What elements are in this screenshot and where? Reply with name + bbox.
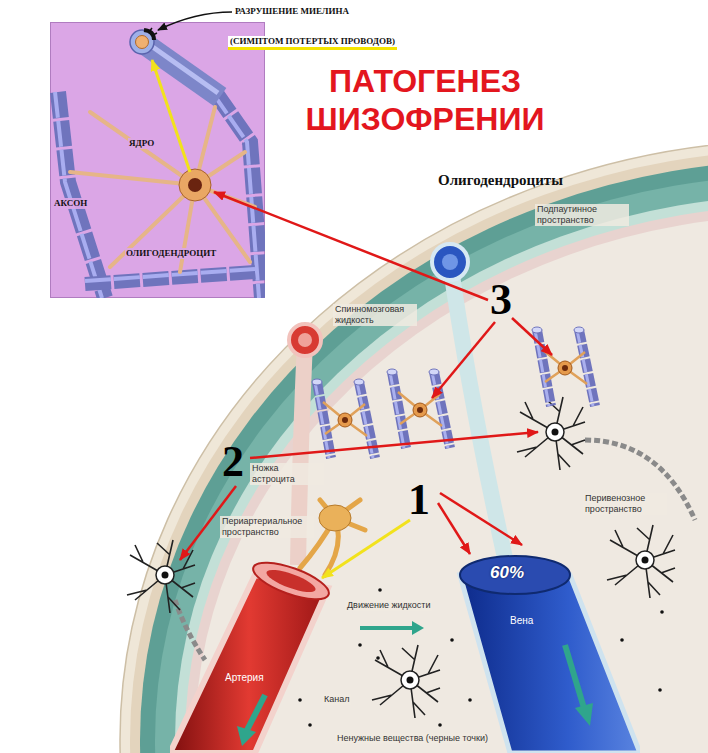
region-label: Олигодендроциты — [438, 172, 563, 189]
oligodendrocytes — [532, 327, 595, 406]
waste-dots — [450, 638, 454, 642]
inset-panel-shape — [130, 30, 154, 54]
vein-shape — [440, 530, 640, 753]
fluid-flow — [360, 621, 424, 635]
waste-dots — [468, 698, 472, 702]
artery-shape — [170, 575, 328, 753]
oligodendrocytes — [387, 369, 450, 448]
diagram-title: ПАТОГЕНЕЗ ШИЗОФРЕНИИ — [300, 62, 550, 138]
part-label: Ненужные вещества (черные точки) — [335, 733, 490, 744]
callout-arrows — [180, 486, 236, 560]
vein-shape — [575, 703, 593, 726]
node-text: Артерия — [225, 672, 264, 684]
callout-arrows — [322, 520, 410, 578]
vessel-channels — [289, 244, 505, 565]
waste-dots — [358, 643, 362, 647]
callout-arrows — [438, 503, 470, 554]
vein-shape — [460, 575, 640, 753]
node-text: ОЛИГОДЕНДРОЦИТ — [125, 248, 217, 259]
fluid-flow — [412, 621, 424, 635]
waste-dots — [298, 698, 302, 702]
node-text: ЯДРО — [128, 138, 155, 149]
neurons — [517, 397, 585, 470]
vein: 60% Вена — [440, 530, 640, 753]
waste-dots — [658, 688, 662, 692]
inset-panel-shape — [188, 178, 202, 192]
part-label: Периартериальное пространство — [220, 516, 314, 538]
callout-arrows — [432, 322, 495, 398]
artery-shape — [249, 555, 333, 607]
artery-shape — [170, 540, 340, 753]
fluid-flow — [360, 626, 412, 630]
inset-panel-shape — [149, 28, 157, 35]
node-text: АКСОН — [53, 198, 88, 209]
callout-arrows — [180, 192, 552, 560]
callout-number: 2 — [222, 440, 244, 484]
part-label: Канал — [322, 694, 351, 705]
inset-panel-shape — [90, 112, 195, 185]
waste-dots — [660, 610, 664, 614]
waste-dots — [376, 656, 380, 660]
callout-arrows — [214, 192, 488, 300]
inset-panel-shape — [51, 23, 265, 298]
callout-arrows — [512, 318, 552, 355]
callout-arrows — [158, 12, 232, 30]
inset-panel-shape — [85, 269, 255, 281]
oligodendrocytes — [312, 379, 375, 458]
part-label: Движение жидкости — [345, 600, 432, 611]
inset-panel: РАЗРУШЕНИЕ МИЕЛИНА(СИМПТОМ ПОТЕРТЫХ ПРОВ… — [50, 22, 265, 298]
vein-shape — [565, 645, 584, 708]
callout-number: 1 — [408, 478, 430, 522]
waste-dots — [620, 638, 624, 642]
inset-panel-shape — [136, 36, 149, 49]
neurons — [372, 645, 440, 718]
callout-number: 3 — [490, 278, 512, 322]
artery-shape — [237, 726, 256, 746]
waste-dots — [308, 723, 312, 727]
waste-dots — [438, 723, 442, 727]
artery: Артерия — [170, 540, 340, 753]
vessel-channels — [442, 254, 458, 270]
node-text: РАЗРУШЕНИЕ МИЕЛИНА — [233, 6, 351, 17]
inset-panel-shape — [55, 92, 102, 298]
part-label: Спинномозговая жидкость — [333, 304, 417, 326]
callout-arrows — [250, 432, 538, 458]
inset-panel-shape — [179, 169, 211, 201]
waste-dots — [378, 588, 382, 592]
callout-arrows — [152, 60, 190, 172]
node-text: Вена — [510, 615, 533, 627]
vessel-channels — [298, 333, 312, 347]
vessel-channels — [289, 324, 321, 356]
callout-arrows — [440, 493, 522, 545]
vessel-channels — [432, 244, 468, 280]
node-text: (СИМПТОМ ПОТЕРТЫХ ПРОВОДОВ) — [228, 36, 397, 50]
inset-panel-shape — [55, 92, 262, 298]
neurons — [127, 540, 195, 613]
vein-shape — [460, 556, 570, 594]
artery-shape — [246, 695, 265, 732]
part-label: Перивенозное пространство — [583, 493, 667, 515]
node-text: 60% — [490, 563, 524, 582]
neurons — [607, 525, 675, 598]
part-label: Ножка астроцита — [250, 463, 324, 485]
inset-panel-shape — [70, 107, 255, 272]
artery-shape — [264, 566, 318, 597]
part-label: Подпаутинное пространство — [535, 204, 629, 226]
inset-panel-shape — [58, 92, 105, 298]
astrocyte — [319, 505, 351, 531]
chains — [175, 600, 205, 660]
oligodendrocytes — [312, 327, 595, 458]
